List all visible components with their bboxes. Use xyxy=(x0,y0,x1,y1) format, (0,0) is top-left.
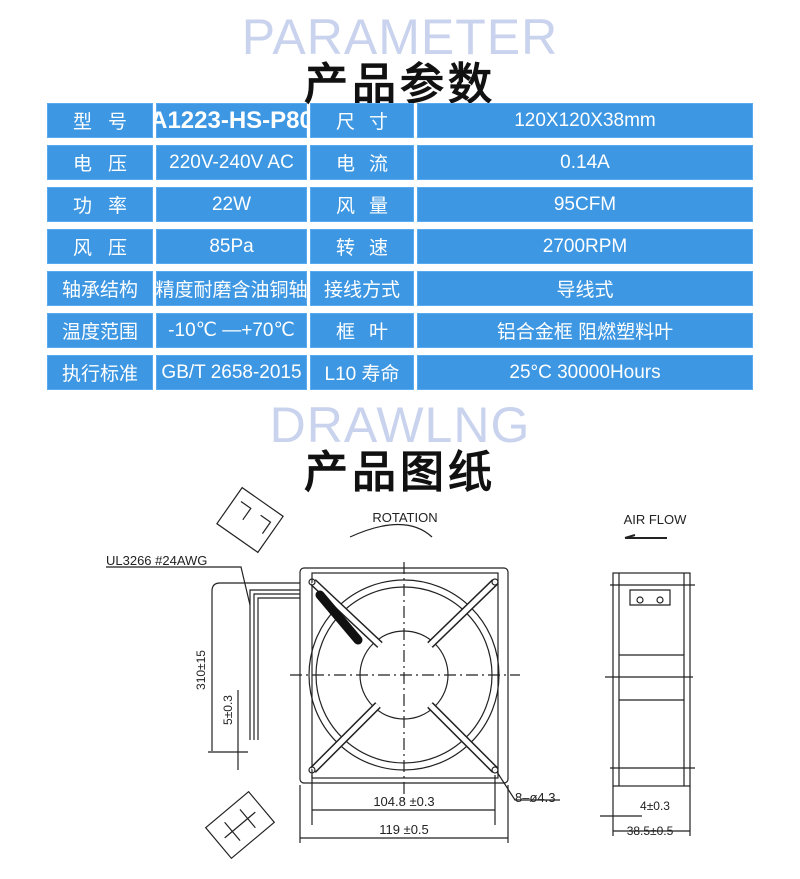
spec-label-part: 功 xyxy=(73,196,93,217)
air-flow-arrow xyxy=(624,534,667,539)
fan-side-view xyxy=(605,572,695,787)
spec-label-part: 接线方式 xyxy=(323,280,400,301)
spec-row: 轴承结构高精度耐磨含油铜轴承接线方式导线式 xyxy=(47,271,753,306)
depth-dim: 38.5±0.5 xyxy=(627,824,674,838)
spec-value: 2700RPM xyxy=(417,229,753,264)
spec-value: 85Pa xyxy=(156,229,307,264)
strip-length-dim: 5±0.3 xyxy=(221,695,235,725)
rotation-arrow xyxy=(349,523,433,538)
spec-value: 220V-240V AC xyxy=(156,145,307,180)
spec-label: 风压 xyxy=(47,229,153,264)
spec-label-part: 型 xyxy=(73,112,93,133)
drawing-title: 产品图纸 xyxy=(304,447,496,498)
spec-label-part: 寸 xyxy=(368,112,388,133)
spec-label-part: 号 xyxy=(107,112,127,133)
rotation-label: ROTATION xyxy=(372,510,437,525)
spec-value: GB/T 2658-2015 xyxy=(156,355,307,390)
spec-value: 0.14A xyxy=(417,145,753,180)
spec-label: 执行标准 xyxy=(47,355,153,390)
fan-front-view xyxy=(290,562,520,802)
spec-label: 转速 xyxy=(310,229,414,264)
spec-value: 导线式 xyxy=(417,271,753,306)
spec-value: 120X120X38mm xyxy=(417,103,753,138)
spec-label: 风量 xyxy=(310,187,414,222)
spec-label-part: 叶 xyxy=(368,322,388,343)
spec-value: 25°C 30000Hours xyxy=(417,355,753,390)
spec-label: L10 寿命 xyxy=(310,355,414,390)
spec-label: 轴承结构 xyxy=(47,271,153,306)
spec-label-part: 电 xyxy=(336,154,356,175)
spec-label-part: 执行标准 xyxy=(61,364,138,385)
spec-label-part: 率 xyxy=(107,196,127,217)
spec-value: 95CFM xyxy=(417,187,753,222)
parameter-watermark: PARAMETER xyxy=(241,9,559,65)
hole-spacing-dim: 104.8 ±0.3 xyxy=(373,794,434,809)
connector-top xyxy=(216,486,284,554)
spec-label-part: 温度范围 xyxy=(61,322,138,343)
spec-label-part: 压 xyxy=(107,238,127,259)
drawing-watermark: DRAWLNG xyxy=(269,397,531,453)
spec-label-part: 转 xyxy=(336,238,356,259)
holes-dim: 8–ø4.3 xyxy=(515,790,555,805)
spec-label: 接线方式 xyxy=(310,271,414,306)
spec-label-part: 风 xyxy=(73,238,93,259)
spec-value: A1223-HS-P80 xyxy=(156,103,307,138)
spec-label: 框叶 xyxy=(310,313,414,348)
spec-value: 铝合金框 阻燃塑料叶 xyxy=(417,313,753,348)
spec-label-part: 电 xyxy=(73,154,93,175)
spec-label-part: 压 xyxy=(107,154,127,175)
spec-label-part: 轴承结构 xyxy=(61,280,138,301)
spec-label-part: 流 xyxy=(368,154,388,175)
spec-label-part: 速 xyxy=(368,238,388,259)
spec-label: 温度范围 xyxy=(47,313,153,348)
flange-dim: 4±0.3 xyxy=(640,799,670,813)
spec-label: 电流 xyxy=(310,145,414,180)
air-flow-label: AIR FLOW xyxy=(624,512,688,527)
spec-label: 尺寸 xyxy=(310,103,414,138)
connector-bottom xyxy=(204,790,276,860)
lead-length-dim: 310±15 xyxy=(194,650,208,690)
spec-label-part: 框 xyxy=(336,322,356,343)
width-dim: 119 ±0.5 xyxy=(379,822,429,837)
spec-row: 执行标准 GB/T 2658-2015 L10 寿命 25°C 30000Hours xyxy=(47,355,753,390)
spec-label-part: 风 xyxy=(336,196,356,217)
spec-label-part: 尺 xyxy=(336,112,356,133)
spec-label-part: L10 寿命 xyxy=(324,364,400,385)
spec-label: 电压 xyxy=(47,145,153,180)
spec-value: 22W xyxy=(156,187,307,222)
parameter-title: 产品参数 xyxy=(304,59,496,110)
spec-label-part: 量 xyxy=(368,196,388,217)
spec-label: 功率 xyxy=(47,187,153,222)
spec-value: -10℃ —+70℃ xyxy=(156,313,307,348)
wire-spec-label: UL3266 #24AWG xyxy=(106,553,207,568)
spec-label: 型号 xyxy=(47,103,153,138)
spec-value: 高精度耐磨含油铜轴承 xyxy=(156,271,307,306)
